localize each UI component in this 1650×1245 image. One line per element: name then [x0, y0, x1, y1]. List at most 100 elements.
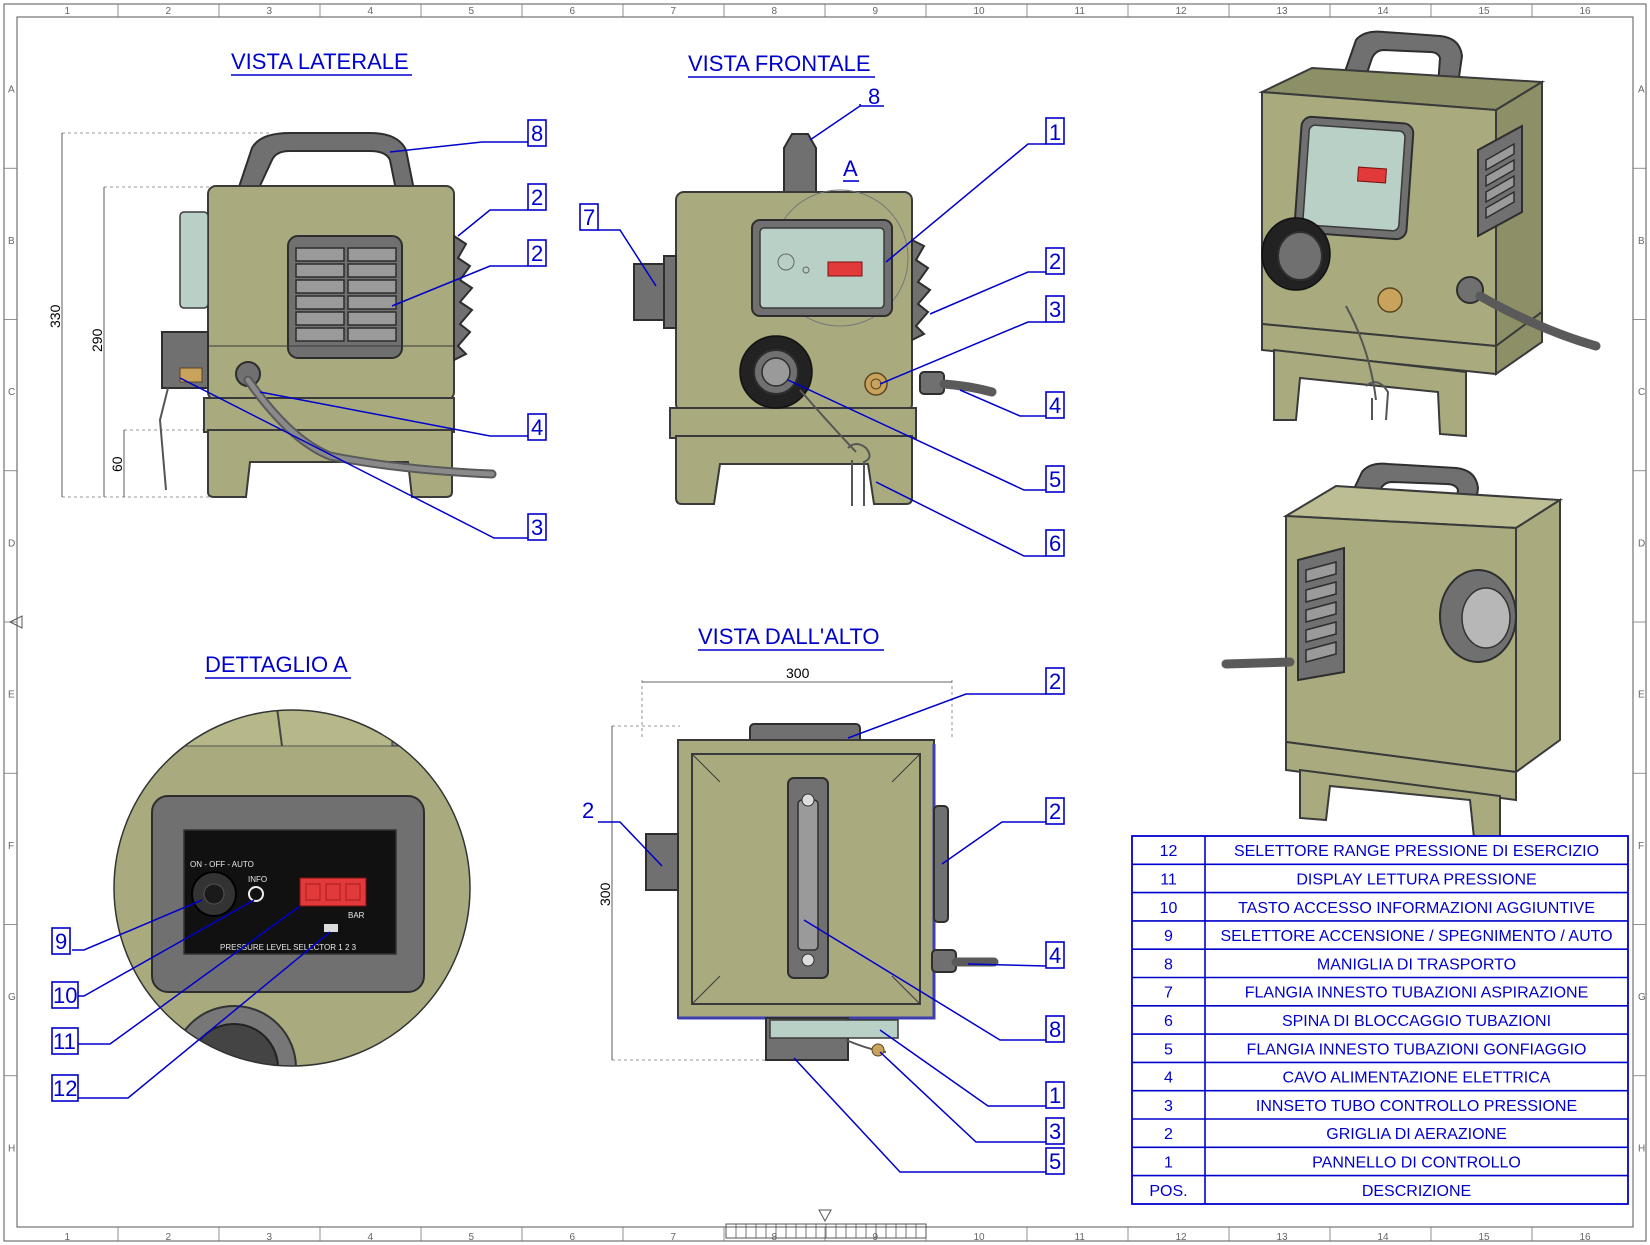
- callout-front-2: 2: [1049, 249, 1061, 274]
- front-pressure-fitting: [864, 372, 888, 396]
- top-callouts: 2 2 2 4 8 1 3 5: [582, 667, 1065, 1175]
- callout-top-2c: 2: [1049, 799, 1061, 824]
- top-right-vent: [933, 805, 949, 923]
- front-side-vent: [911, 238, 932, 342]
- table-cell-pos: 6: [1164, 1013, 1173, 1030]
- table-header-description: DESCRIZIONE: [1362, 1183, 1471, 1200]
- callout-front-4: 4: [1049, 393, 1061, 418]
- table-cell-description: SPINA DI BLOCCAGGIO TUBAZIONI: [1282, 1013, 1551, 1030]
- grid-column-label: 12: [1176, 6, 1188, 17]
- side-vent-slats: [295, 247, 397, 342]
- grid-row-label: H: [8, 1143, 15, 1154]
- side-callouts: 8 2 2 4 3: [179, 119, 547, 541]
- grid-row-label: G: [8, 992, 16, 1003]
- grid-column-label: 16: [1580, 6, 1592, 17]
- detail-switch-label: ON - OFF - AUTO: [190, 860, 254, 869]
- grid-column-label: 10: [974, 6, 986, 17]
- table-cell-description: SELETTORE RANGE PRESSIONE DI ESERCIZIO: [1234, 843, 1599, 860]
- top-left-vent: [645, 833, 679, 891]
- detail-callouts: 9 10 11 12: [51, 899, 331, 1102]
- callout-top-1: 1: [1049, 1083, 1061, 1108]
- callout-detail-12: 12: [53, 1076, 77, 1101]
- callout-detail-10: 10: [53, 983, 77, 1008]
- front-handle: [783, 133, 817, 193]
- side-base-band: [203, 397, 455, 433]
- callout-front-3: 3: [1049, 297, 1061, 322]
- grid-column-label: 13: [1277, 6, 1289, 17]
- grid-column-label: 2: [166, 6, 172, 17]
- grid-column-label: 5: [469, 1232, 475, 1243]
- sheet-frame: 1122334455667788991010111112121313141415…: [3, 3, 1647, 1243]
- grid-row-label: B: [8, 236, 15, 247]
- isometric-view-rear: [1221, 462, 1564, 842]
- callout-side-3: 3: [531, 515, 543, 540]
- callout-top-3: 3: [1049, 1119, 1061, 1144]
- grid-column-label: 3: [267, 6, 273, 17]
- top-view-drawing: 300 300: [597, 665, 999, 1061]
- title-side-view: VISTA LATERALE: [231, 49, 409, 74]
- grid-column-label: 14: [1378, 1232, 1390, 1243]
- table-cell-pos: 8: [1164, 956, 1173, 973]
- callout-side-4: 4: [531, 415, 543, 440]
- table-cell-description: SELETTORE ACCENSIONE / SPEGNIMENTO / AUT…: [1220, 928, 1612, 945]
- grid-column-label: 5: [469, 6, 475, 17]
- iso1-lock-pin: [1345, 305, 1390, 421]
- iso1-feet: [1273, 348, 1467, 438]
- callout-detail-9: 9: [55, 929, 67, 954]
- dim-top-width: 300: [786, 665, 810, 681]
- detail-unit-label: BAR: [348, 911, 365, 920]
- grid-column-label: 16: [1580, 1232, 1592, 1243]
- iso2-feet: [1299, 768, 1501, 842]
- callout-front-5: 5: [1049, 467, 1061, 492]
- iso1-power-cable: [1475, 291, 1601, 351]
- detail-pressure-display: [299, 877, 367, 907]
- table-cell-pos: 1: [1164, 1154, 1173, 1171]
- callout-top-4: 4: [1049, 943, 1061, 968]
- table-cell-description: GRIGLIA DI AERAZIONE: [1326, 1126, 1507, 1143]
- table-cell-pos: 10: [1160, 900, 1178, 917]
- scale-bar: [725, 1223, 927, 1239]
- table-cell-pos: 4: [1164, 1070, 1173, 1087]
- front-feet: [675, 435, 913, 505]
- callout-detail-11: 11: [53, 1029, 76, 1054]
- callout-top-2a: 2: [1049, 669, 1061, 694]
- grid-row-label: A: [8, 85, 15, 96]
- iso1-panel-glass: [1302, 124, 1406, 232]
- callout-side-8: 8: [531, 121, 543, 146]
- table-cell-pos: 11: [1160, 871, 1177, 888]
- title-top-view: VISTA DALL'ALTO: [698, 624, 880, 649]
- callout-side-2b: 2: [531, 241, 543, 266]
- grid-row-label: A: [1638, 85, 1645, 96]
- grid-column-label: 12: [1176, 1232, 1188, 1243]
- grid-column-label: 14: [1378, 6, 1390, 17]
- iso1-display: [1357, 166, 1387, 184]
- side-dimensions: 330 290 60: [47, 132, 270, 498]
- table-header-pos: POS.: [1149, 1183, 1187, 1200]
- callout-top-8: 8: [1049, 1017, 1061, 1042]
- side-view-drawing: 330 290 60: [47, 132, 497, 498]
- grid-column-label: 4: [368, 6, 374, 17]
- front-power-cable: [939, 379, 997, 397]
- iso2-right-face: [1515, 498, 1561, 774]
- grid-column-label: 3: [267, 1232, 273, 1243]
- detail-info-label: INFO: [248, 875, 267, 884]
- callout-front-6: 6: [1049, 531, 1061, 556]
- callout-front-1: 1: [1049, 120, 1061, 145]
- table-cell-description: INNSETO TUBO CONTROLLO PRESSIONE: [1256, 1098, 1577, 1115]
- grid-column-label: 11: [1075, 6, 1086, 17]
- iso2-power-cable: [1221, 657, 1295, 669]
- grid-column-label: 10: [974, 1232, 986, 1243]
- grid-row-label: D: [1638, 538, 1645, 549]
- table-cell-description: FLANGIA INNESTO TUBAZIONI GONFIAGGIO: [1247, 1041, 1587, 1058]
- side-feet: [207, 429, 453, 498]
- table-cell-pos: 3: [1164, 1098, 1173, 1115]
- dim-foot-height: 60: [109, 456, 125, 472]
- table-cell-description: DISPLAY LETTURA PRESSIONE: [1296, 871, 1536, 888]
- front-panel-glass: [759, 227, 885, 309]
- iso1-pressure-fitting: [1377, 287, 1403, 313]
- side-rear-vent: [453, 234, 474, 362]
- side-panel-glass: [179, 211, 209, 309]
- table-cell-description: PANNELLO DI CONTROLLO: [1312, 1154, 1521, 1171]
